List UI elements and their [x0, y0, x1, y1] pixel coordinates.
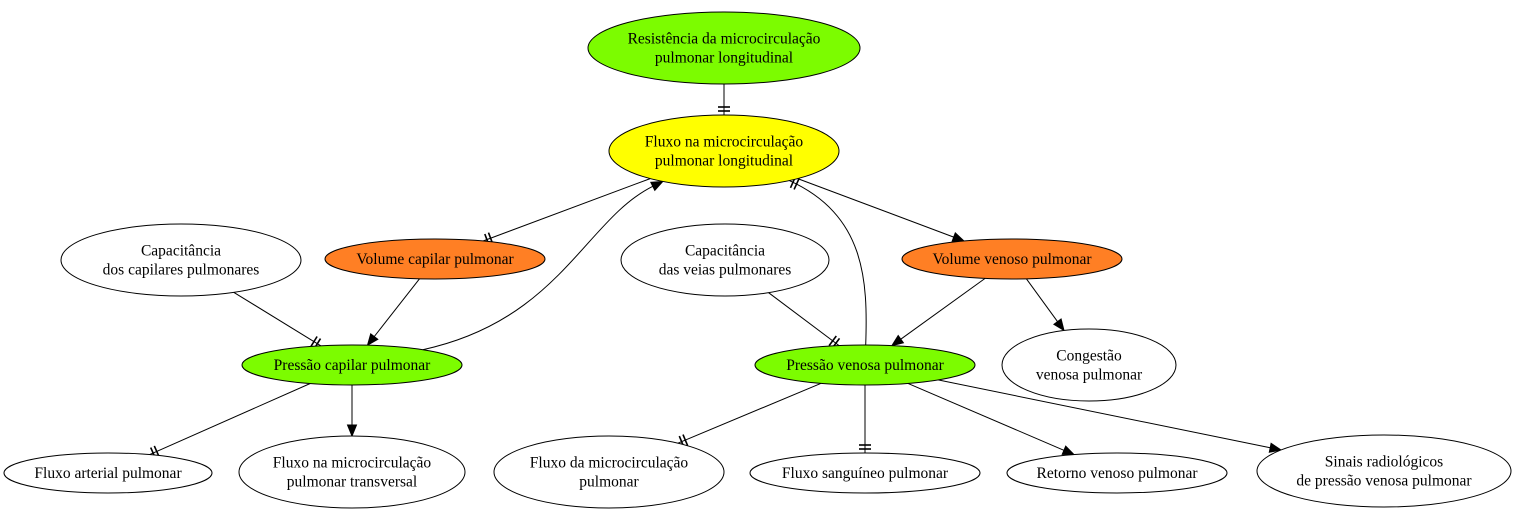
node-label: Pressão venosa pulmonar — [786, 357, 944, 374]
edge-line — [1025, 278, 1058, 322]
inverse-tick-marks-icon — [718, 106, 730, 112]
node-retorno: Retorno venoso pulmonar — [1006, 452, 1228, 494]
node-label: pulmonar longitudinal — [655, 50, 793, 67]
node-label: Fluxo da microcirculação — [530, 455, 689, 472]
node-label: pulmonar longitudinal — [655, 153, 793, 170]
nodes-layer: Resistência da microcirculação pulmonar l… — [3, 11, 1512, 509]
node-ellipse — [620, 223, 830, 297]
node-ellipse — [749, 452, 981, 494]
node-label: Congestão — [1056, 348, 1122, 365]
node-ellipse — [754, 344, 976, 386]
node-vol-venoso: Volume venoso pulmonar — [901, 238, 1123, 280]
node-label: Capacitância — [141, 243, 221, 260]
node-ellipse — [493, 435, 725, 509]
node-label: de pressão venosa pulmonar — [1296, 473, 1472, 490]
node-ellipse — [238, 435, 466, 509]
node-label: Capacitância — [685, 243, 765, 260]
edge-resist-to-fluxo_long — [718, 84, 730, 115]
node-label: pulmonar — [579, 474, 639, 491]
node-congestao: Congestão venosa pulmonar — [1001, 328, 1177, 402]
edge-line — [937, 379, 1271, 449]
node-cap-capil: Capacitância dos capilares pulmonares — [60, 223, 302, 297]
edge-line — [373, 278, 420, 337]
node-label: dos capilares pulmonares — [103, 262, 260, 279]
node-ellipse — [587, 11, 861, 85]
node-label: Fluxo na microcirculação — [645, 134, 804, 151]
node-label: Sinais radiológicos — [1325, 454, 1443, 471]
edge-press_venosa-to-fluxo_micro — [677, 382, 822, 448]
edge-line — [233, 291, 322, 347]
node-cap-veias: Capacitância das veias pulmonares — [620, 223, 830, 297]
node-ellipse — [3, 452, 213, 494]
node-label: venosa pulmonar — [1036, 367, 1143, 384]
edge-cap_veias-to-press_venosa — [768, 292, 841, 349]
arrowhead-icon — [366, 332, 379, 347]
edge-vol_venoso-to-press_venosa — [890, 277, 986, 347]
node-label: pulmonar transversal — [287, 474, 417, 491]
node-press-venosa: Pressão venosa pulmonar — [754, 344, 976, 386]
node-resist: Resistência da microcirculação pulmonar l… — [587, 11, 861, 85]
node-vol-capil: Volume capilar pulmonar — [324, 238, 546, 280]
arrowhead-icon — [346, 424, 358, 438]
edge-press_venosa-to-fluxo_sang — [859, 385, 871, 453]
node-label: Volume venoso pulmonar — [932, 251, 1092, 268]
node-ellipse — [1006, 452, 1228, 494]
edge-line — [768, 292, 840, 346]
arrowhead-icon — [951, 232, 966, 242]
node-ellipse — [60, 223, 302, 297]
inverse-tick-marks-icon — [859, 444, 871, 450]
node-fluxo-long: Fluxo na microcirculação pulmonar longitu… — [608, 114, 840, 188]
node-label: Fluxo arterial pulmonar — [34, 465, 182, 482]
edge-line — [422, 185, 654, 351]
node-label: Fluxo sanguíneo pulmonar — [782, 465, 949, 482]
edge-line — [900, 277, 986, 340]
node-fluxo-art: Fluxo arterial pulmonar — [3, 452, 213, 494]
node-ellipse — [901, 238, 1123, 280]
edge-fluxo_long-to-vol_capil — [482, 178, 651, 246]
edge-press_capil-to-fluxo_long — [422, 180, 664, 351]
edge-line — [482, 178, 651, 242]
edge-line — [789, 180, 867, 346]
arrowhead-icon — [1061, 445, 1076, 456]
node-fluxo-sang: Fluxo sanguíneo pulmonar — [749, 452, 981, 494]
arrowhead-icon — [1268, 442, 1283, 453]
node-ellipse — [324, 238, 546, 280]
node-sinais: Sinais radiológicos de pressão venosa pul… — [1256, 434, 1512, 508]
edge-line — [677, 382, 822, 444]
arrowhead-icon — [1053, 318, 1065, 332]
node-press-capil: Pressão capilar pulmonar — [241, 344, 463, 386]
edge-press_capil-to-fluxo_transv — [346, 385, 358, 438]
edge-vol_capil-to-press_capil — [366, 278, 420, 347]
node-label: Retorno venoso pulmonar — [1036, 465, 1198, 482]
arrowhead-icon — [890, 334, 905, 347]
node-ellipse — [1001, 328, 1177, 402]
node-label: das veias pulmonares — [659, 262, 792, 279]
edge-fluxo_long-to-vol_venoso — [797, 178, 966, 242]
node-fluxo-micro: Fluxo da microcirculação pulmonar — [493, 435, 725, 509]
node-label: Resistência da microcirculação — [628, 31, 821, 48]
node-fluxo-transv: Fluxo na microcirculação pulmonar transve… — [238, 435, 466, 509]
node-label: Fluxo na microcirculação — [273, 455, 432, 472]
edge-cap_capil-to-press_capil — [233, 291, 322, 350]
node-label: Pressão capilar pulmonar — [274, 357, 432, 374]
arrowhead-icon — [650, 180, 664, 192]
node-ellipse — [241, 344, 463, 386]
node-ellipse — [608, 114, 840, 188]
node-label: Volume capilar pulmonar — [356, 251, 514, 268]
edge-line — [797, 178, 954, 238]
edge-press_venosa-to-sinais — [937, 379, 1283, 453]
edge-press_venosa-to-retorno — [907, 382, 1076, 456]
edge-vol_venoso-to-congestao — [1025, 278, 1065, 332]
edge-line — [907, 382, 1065, 451]
node-ellipse — [1256, 434, 1512, 508]
edge-line — [149, 383, 311, 456]
